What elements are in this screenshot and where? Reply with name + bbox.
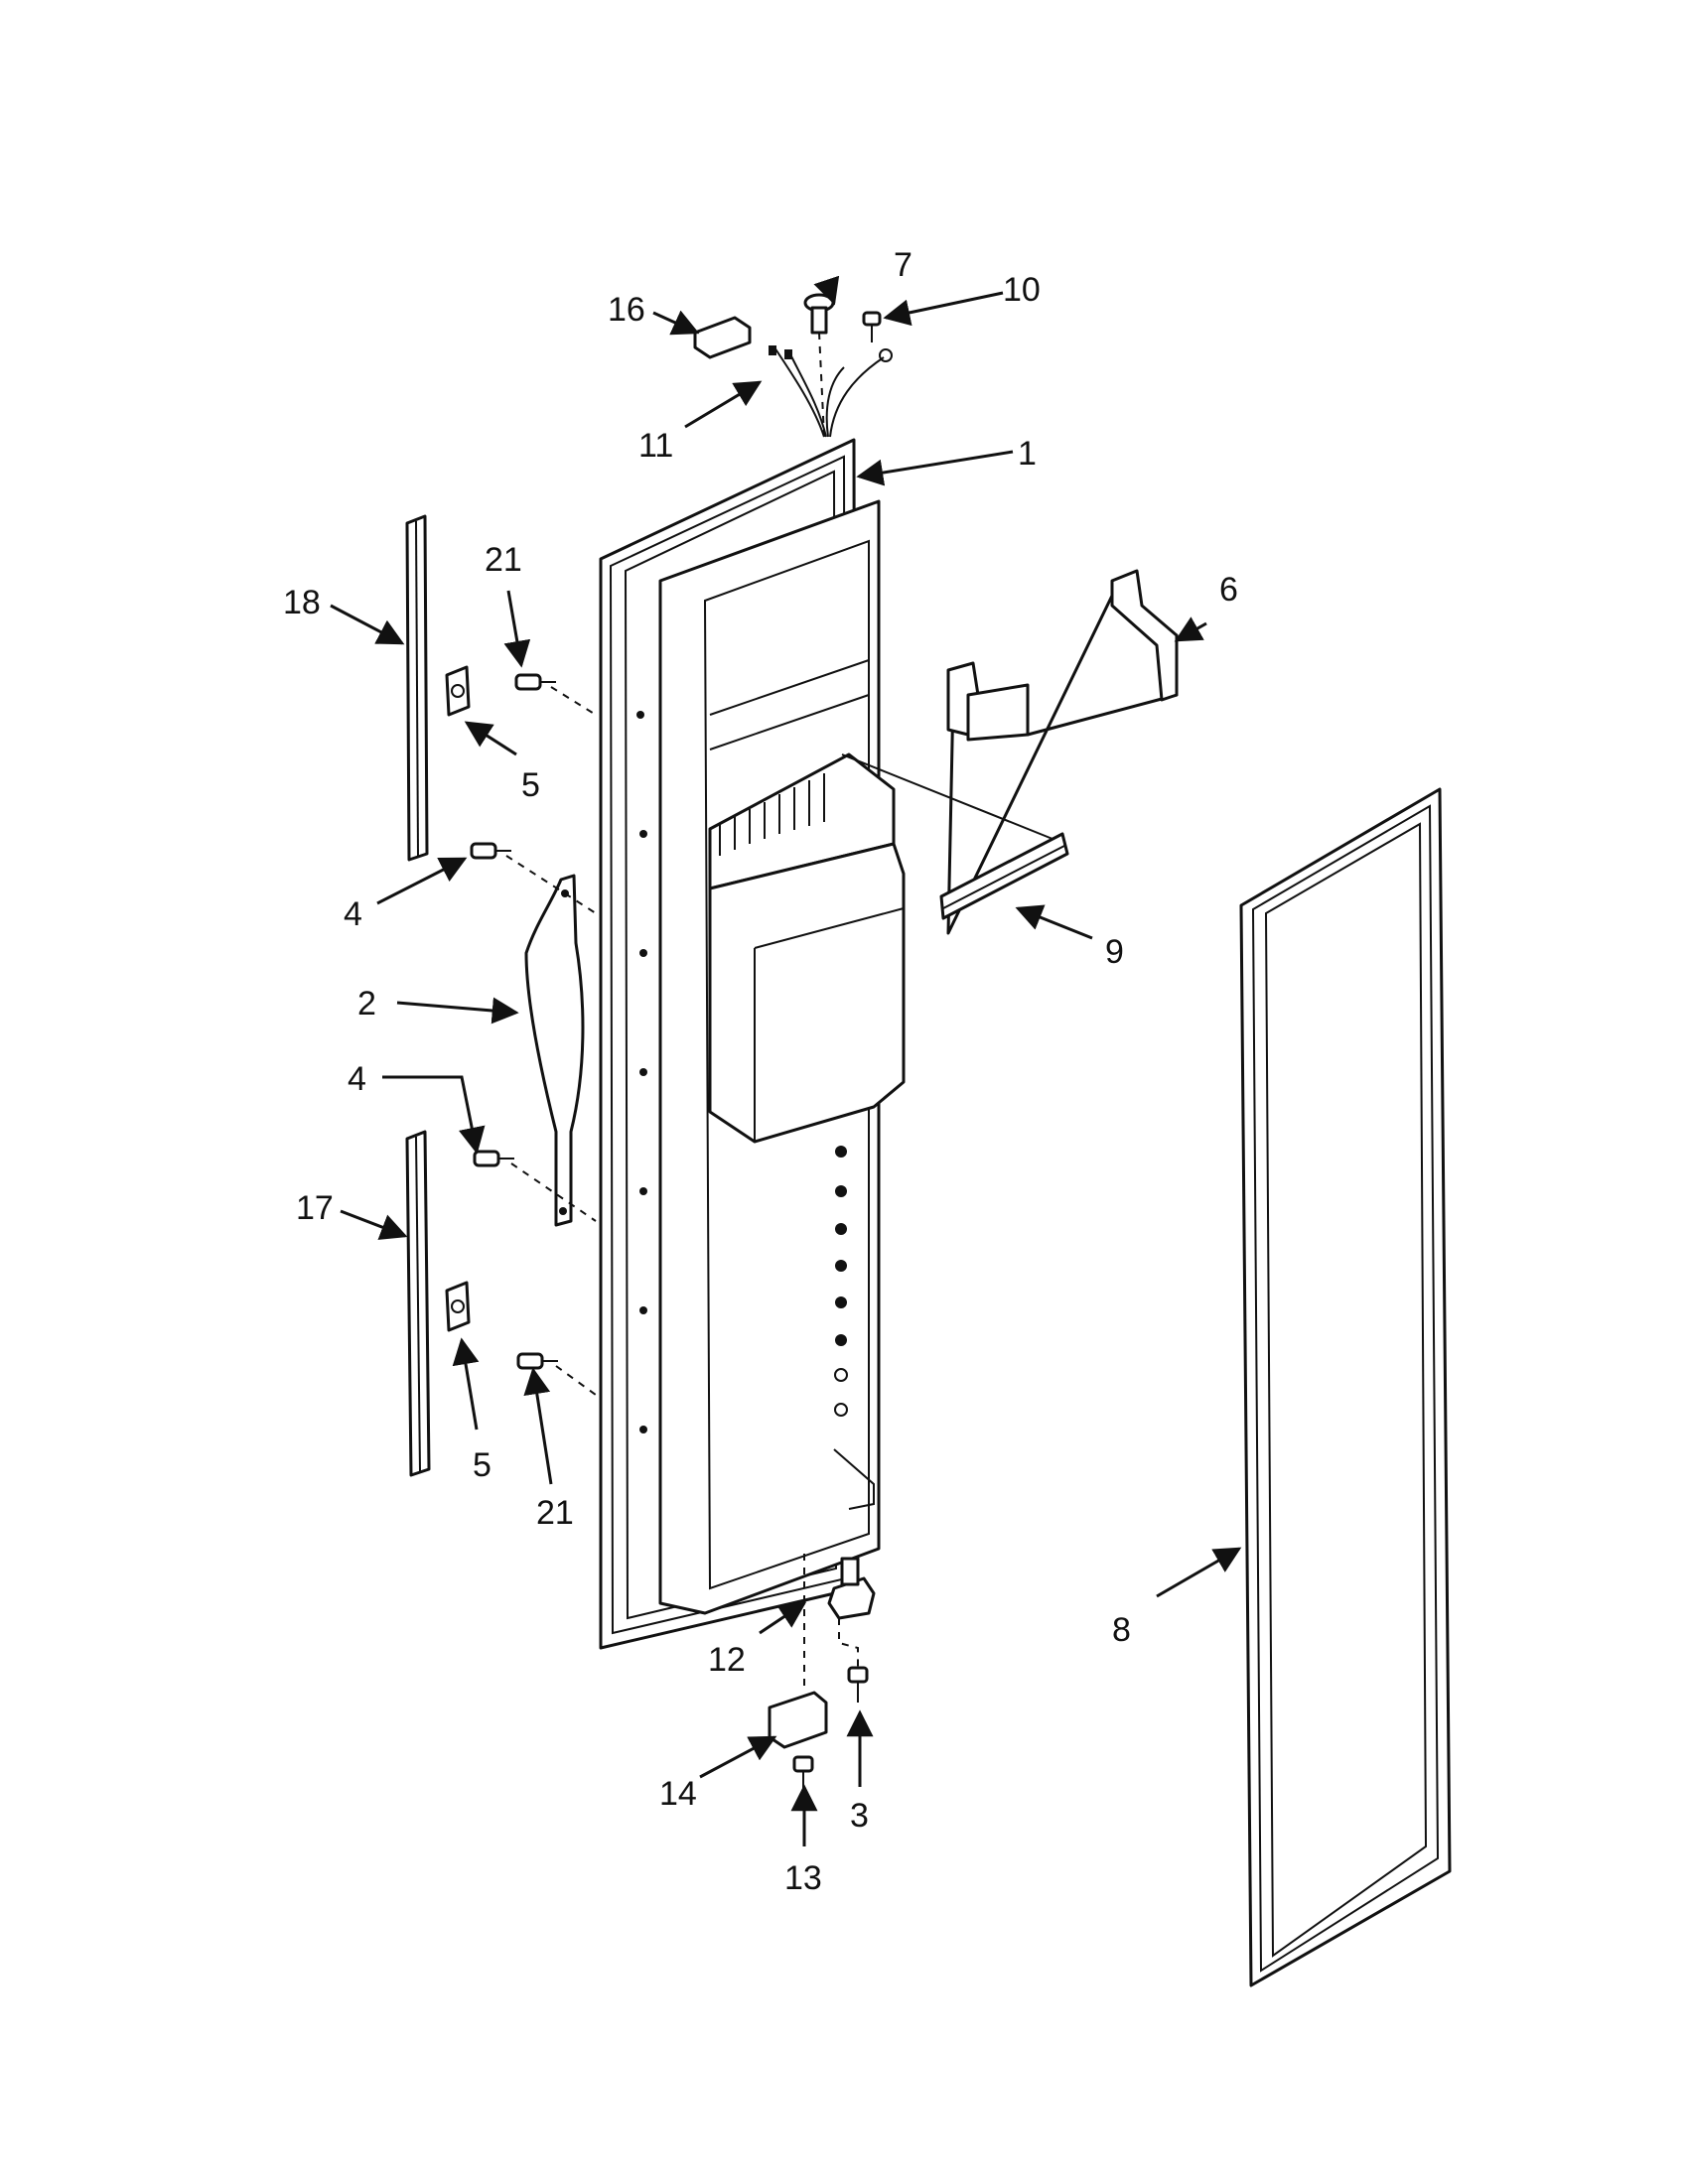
leader-lines: [330, 275, 1242, 1846]
callout-14: 14: [659, 1775, 697, 1813]
wire-harness-part-11: [769, 345, 893, 438]
callout-1: 1: [1018, 435, 1037, 473]
screw-part-10: [862, 311, 882, 342]
callout-9: 9: [1105, 933, 1124, 971]
clip-part-5-upper: [445, 665, 471, 717]
door-bin-part-6: [946, 569, 1179, 935]
callout-labels: 1 2 3 4 4 5 5 6 7 8 9 10 11 12 13 14 16 …: [283, 246, 1238, 1897]
callout-4-upper: 4: [344, 895, 362, 933]
gasket-part-8: [1239, 787, 1452, 1987]
callout-3: 3: [850, 1797, 869, 1835]
hinge-part-12: [827, 1557, 876, 1620]
callout-16: 16: [608, 291, 645, 329]
callout-18: 18: [283, 584, 321, 621]
liner-holes: [834, 1146, 848, 1417]
callout-2: 2: [357, 985, 376, 1023]
door-liner-part-1: [599, 438, 906, 1650]
plug-part-7: [803, 293, 835, 335]
screw-part-13: [792, 1755, 814, 1792]
flange-screws: [636, 711, 647, 1433]
callout-12: 12: [708, 1641, 746, 1679]
callout-4-lower: 4: [348, 1060, 366, 1098]
handle-part-2: [524, 874, 585, 1227]
screw-part-4-upper: [470, 842, 511, 860]
screw-part-3: [847, 1666, 869, 1703]
callout-7: 7: [894, 246, 912, 284]
clip-part-5-lower: [445, 1281, 471, 1332]
callout-10: 10: [1003, 271, 1041, 309]
screw-part-4-lower: [473, 1150, 514, 1167]
rail-part-9: [841, 753, 1069, 920]
callout-5-lower: 5: [473, 1446, 491, 1484]
callout-21-upper: 21: [485, 541, 522, 579]
callout-5-upper: 5: [521, 766, 540, 804]
hinge-bracket-part-14: [768, 1691, 828, 1749]
screw-part-21-upper: [514, 673, 556, 691]
callout-11: 11: [638, 427, 673, 465]
callout-17: 17: [296, 1189, 334, 1227]
connector-part-16: [693, 316, 752, 359]
trim-strip-part-18: [405, 514, 429, 862]
callout-8: 8: [1112, 1611, 1131, 1649]
callout-6: 6: [1219, 571, 1238, 609]
callout-13: 13: [784, 1859, 822, 1897]
screw-part-21-lower: [516, 1352, 558, 1370]
callout-21-lower: 21: [536, 1494, 574, 1532]
grille-slats: [719, 773, 825, 856]
trim-strip-part-17: [405, 1130, 431, 1477]
